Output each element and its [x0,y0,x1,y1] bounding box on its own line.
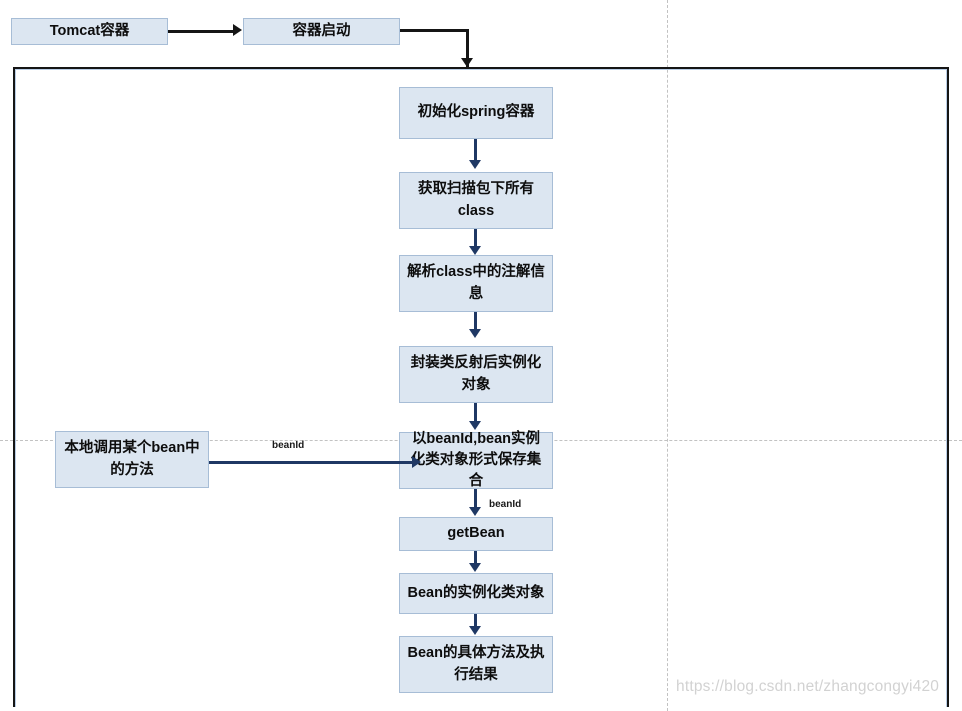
node-parse-class-annotations[interactable]: 解析class中的注解信息 [399,255,553,312]
vertical-guide-line [667,0,668,711]
arrowhead-parse-to-reflect [469,329,481,338]
edge-label-local-to-save: beanId [272,440,305,451]
node-local-bean-invocation[interactable]: 本地调用某个bean中的方法 [55,431,209,488]
node-tomcat-container[interactable]: Tomcat容器 [11,18,168,45]
spring-container-boundary [13,67,949,707]
arrowhead-save-to-getbean [469,507,481,516]
connector-parse-to-reflect [474,312,477,334]
node-bean-method-result[interactable]: Bean的具体方法及执行结果 [399,636,553,693]
arrowhead-getbean-to-instance [469,563,481,572]
connector-startup-elbow-horizontal [400,29,469,32]
connector-tomcat-to-startup [168,30,234,33]
node-bean-instance-object[interactable]: Bean的实例化类对象 [399,573,553,614]
connector-init-to-scan [474,139,477,164]
arrowhead-local-to-save [412,456,421,468]
edge-label-save-to-getbean: beanId [489,499,522,510]
arrowhead-reflect-to-save [469,421,481,430]
watermark-url: https://blog.csdn.net/zhangcongyi420 [676,678,940,695]
node-scan-package-classes[interactable]: 获取扫描包下所有class [399,172,553,229]
node-save-bean-map[interactable]: 以beanId,bean实例化类对象形式保存集合 [399,431,553,489]
connector-scan-to-parse [474,229,477,251]
node-get-bean[interactable]: getBean [399,517,553,551]
connector-instance-to-method [474,614,477,630]
connector-getbean-to-instance [474,551,477,567]
arrowhead-init-to-scan [469,160,481,169]
connector-local-to-save [209,461,416,464]
arrowhead-startup-to-container [461,58,473,67]
node-init-spring-container[interactable]: 初始化spring容器 [399,87,553,139]
arrowhead-scan-to-parse [469,246,481,255]
connector-reflect-to-save [474,403,477,426]
node-wrap-reflect-instantiate[interactable]: 封装类反射后实例化对象 [399,346,553,403]
connector-save-to-getbean [474,489,477,512]
connector-startup-elbow-vertical [466,29,469,67]
node-container-startup[interactable]: 容器启动 [243,18,400,45]
arrowhead-tomcat-to-startup [233,24,242,36]
arrowhead-instance-to-method [469,626,481,635]
